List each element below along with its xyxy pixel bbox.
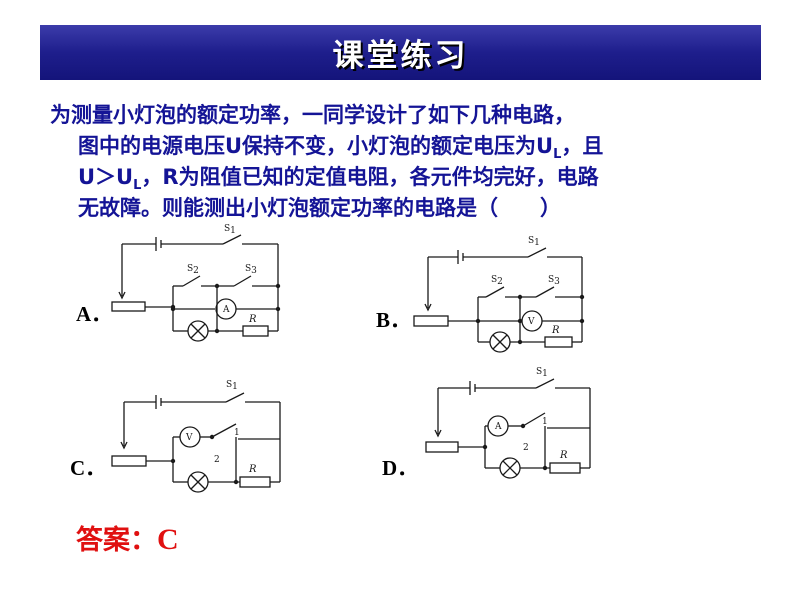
question-line-2: 图中的电源电压U保持不变，小灯泡的额定电压为UL，且 <box>78 134 604 163</box>
label-s1: S1 <box>528 236 540 248</box>
label-s1: S1 <box>536 367 548 379</box>
title-banner: 课堂练习 <box>40 25 761 80</box>
option-a-label[interactable]: A． <box>76 302 113 326</box>
answer-label: 答案： <box>76 525 157 556</box>
contact-2-label: 2 <box>523 443 529 453</box>
option-d-label[interactable]: D． <box>382 456 419 480</box>
option-c-label[interactable]: C． <box>70 456 107 480</box>
answer-value: C <box>157 523 179 556</box>
answer-text: 答案：C <box>76 518 179 557</box>
question-text: 为测量小灯泡的额定功率，一同学设计了如下几种电路， 图中的电源电压U保持不变，小… <box>50 100 765 224</box>
resistor-label: R <box>559 450 568 461</box>
label-s2: S2 <box>187 264 199 276</box>
resistor-label: R <box>248 314 257 325</box>
ammeter-symbol: A <box>222 305 230 315</box>
contact-2-label: 2 <box>214 455 220 465</box>
question-line-1: 为测量小灯泡的额定功率，一同学设计了如下几种电路， <box>50 103 575 127</box>
question-line-4: 无故障。则能测出小灯泡额定功率的电路是（ ） <box>78 196 561 220</box>
contact-1-label: 1 <box>542 417 548 427</box>
question-line-3: U＞UL，R为阻值已知的定值电阻，各元件均完好，电路 <box>78 165 599 194</box>
label-s2: S2 <box>491 275 503 287</box>
circuit-d: S1 A 1 2 R <box>425 367 591 479</box>
voltmeter-symbol: V <box>527 317 535 327</box>
label-s3: S3 <box>548 275 560 287</box>
option-b-label[interactable]: B． <box>376 308 412 332</box>
circuit-c: S1 V 1 2 R <box>111 380 281 493</box>
circuit-a: S1 S2 S3 A R <box>111 224 281 342</box>
voltmeter-symbol: V <box>185 433 193 443</box>
label-s1: S1 <box>224 224 236 236</box>
label-s1: S1 <box>226 380 238 392</box>
label-s3: S3 <box>245 264 257 276</box>
contact-1-label: 1 <box>234 428 240 438</box>
resistor-label: R <box>248 464 257 475</box>
ammeter-symbol: A <box>494 422 502 432</box>
banner-title: 课堂练习 <box>332 38 469 74</box>
circuit-b: S1 S2 S3 V R <box>413 236 585 353</box>
resistor-label: R <box>551 325 560 336</box>
